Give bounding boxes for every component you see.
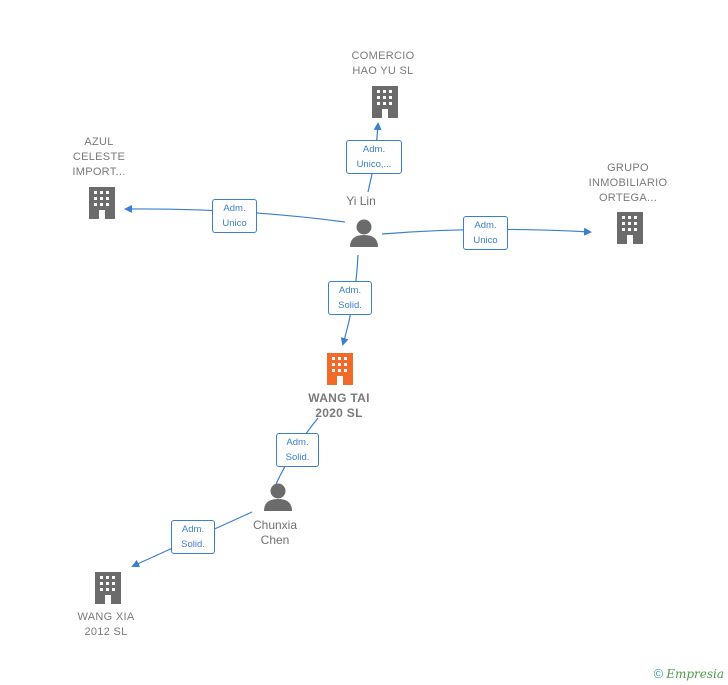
person-icon-yilin — [350, 219, 378, 247]
relation-label-yilin-comercio: Adm. Unico,... — [346, 140, 402, 174]
person-label-yilin[interactable]: Yi Lin — [346, 194, 376, 208]
building-icon-wangtai — [327, 353, 353, 385]
person-label-chunxia[interactable]: Chunxia Chen — [252, 518, 298, 547]
company-label-grupo[interactable]: GRUPO INMOBILIARIO ORTEGA... — [588, 162, 668, 204]
relation-label-yilin-wangtai: Adm. Solid. — [328, 281, 372, 315]
company-label-comercio[interactable]: COMERCIO HAO YU SL — [351, 50, 415, 77]
building-icon-azul — [89, 187, 115, 219]
building-icon-comercio — [372, 86, 398, 118]
relation-label-chunxia-wangtai: Adm. Solid. — [276, 433, 319, 467]
copyright-icon: © — [653, 666, 664, 681]
footer-brand: © Empresia — [654, 666, 724, 681]
person-icon-chunxia — [264, 483, 292, 511]
building-icon-grupo — [617, 212, 643, 244]
brand-logo[interactable]: Empresia — [666, 666, 724, 681]
relation-label-yilin-grupo: Adm. Unico — [463, 216, 508, 250]
relation-label-chunxia-wangxia: Adm. Solid. — [171, 520, 215, 554]
building-icon-wangxia — [95, 572, 121, 604]
company-label-wangtai[interactable]: WANG TAI 2020 SL — [308, 391, 370, 420]
relation-label-yilin-azul: Adm. Unico — [212, 199, 257, 233]
company-label-wangxia[interactable]: WANG XIA 2012 SL — [77, 611, 135, 638]
company-label-azul[interactable]: AZUL CELESTE IMPORT... — [72, 136, 126, 178]
